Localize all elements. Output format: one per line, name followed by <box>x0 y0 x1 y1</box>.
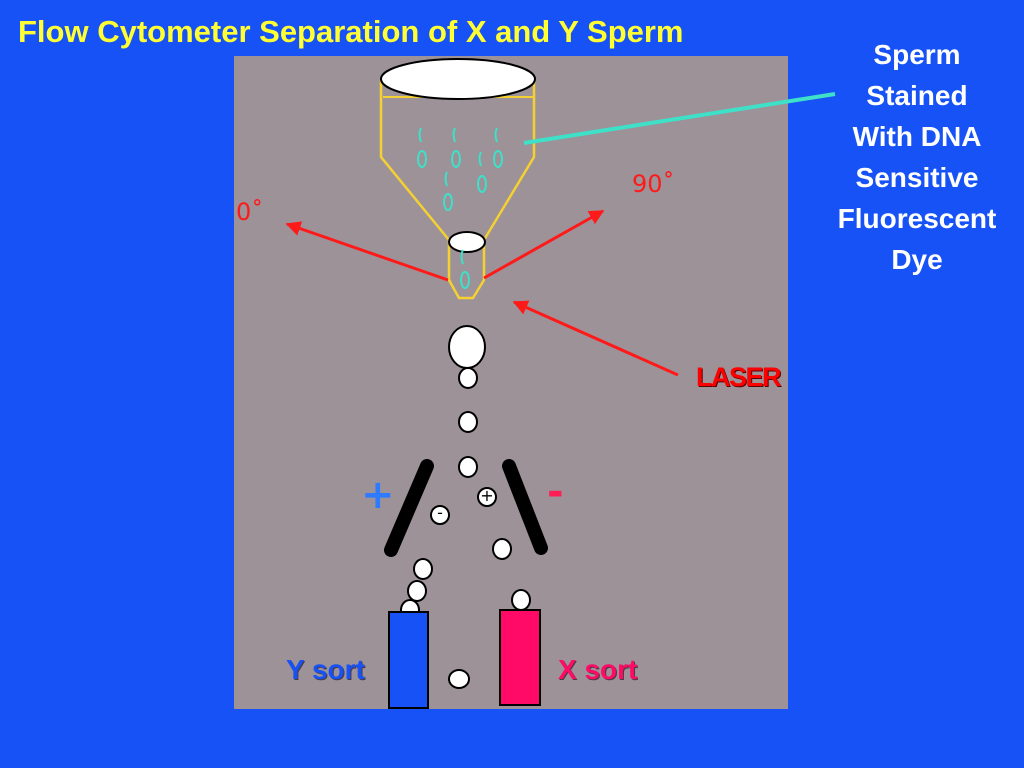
laser-arrow <box>512 300 679 377</box>
droplet <box>448 325 486 369</box>
x-sort-label: X sort <box>558 654 638 685</box>
callout-line: With DNA <box>852 121 982 152</box>
sperm-cell <box>417 127 427 168</box>
droplet <box>448 669 470 689</box>
deflection-plate-negative <box>502 459 548 555</box>
slide-title: Flow Cytometer Separation of X and Y Spe… <box>18 14 684 49</box>
droplet <box>511 589 531 611</box>
charged-droplet-positive <box>477 487 497 507</box>
droplet <box>458 367 478 389</box>
scatter-arrow-0-degree <box>285 221 449 282</box>
angle-90-label: 90˚ <box>632 170 675 198</box>
sperm-cell <box>460 249 470 289</box>
charged-droplet-negative <box>430 505 450 525</box>
droplet <box>458 456 478 478</box>
callout-line: Dye <box>891 244 943 275</box>
sperm-cell <box>443 171 453 211</box>
dye-callout: Sperm Stained With DNA Sensitive Fluores… <box>806 34 1024 280</box>
positive-plate-sign: + <box>361 472 395 518</box>
funnel-outline <box>379 80 536 300</box>
droplet-minus-sign: - <box>437 503 443 522</box>
callout-line: Sensitive <box>855 162 979 193</box>
nozzle-droplet <box>448 231 486 253</box>
callout-line: Sperm <box>873 39 961 70</box>
sperm-cell <box>451 127 461 168</box>
x-sort-tube <box>499 609 541 706</box>
callout-line: Stained <box>866 80 968 111</box>
diagram-panel <box>234 56 788 709</box>
sample-funnel <box>379 58 536 300</box>
droplet <box>458 411 478 433</box>
droplet <box>492 538 512 560</box>
deflection-plate-positive <box>384 459 434 557</box>
callout-line: Fluorescent <box>837 203 997 234</box>
negative-plate-sign: - <box>547 469 564 515</box>
droplet <box>413 558 433 580</box>
scatter-arrow-90-degree <box>483 209 605 280</box>
y-sort-tube <box>388 611 429 709</box>
stained-sperm-cells <box>417 127 503 289</box>
y-sort-label: Y sort <box>286 654 365 685</box>
sperm-cell <box>477 151 487 193</box>
droplet <box>407 580 427 602</box>
callout-pointer-line <box>523 92 836 145</box>
angle-0-label: 0˚ <box>236 198 264 226</box>
laser-label: LASER <box>696 362 782 392</box>
funnel-top-opening <box>380 58 536 100</box>
droplet-plus-sign: + <box>480 486 494 505</box>
sperm-cell <box>493 127 503 168</box>
